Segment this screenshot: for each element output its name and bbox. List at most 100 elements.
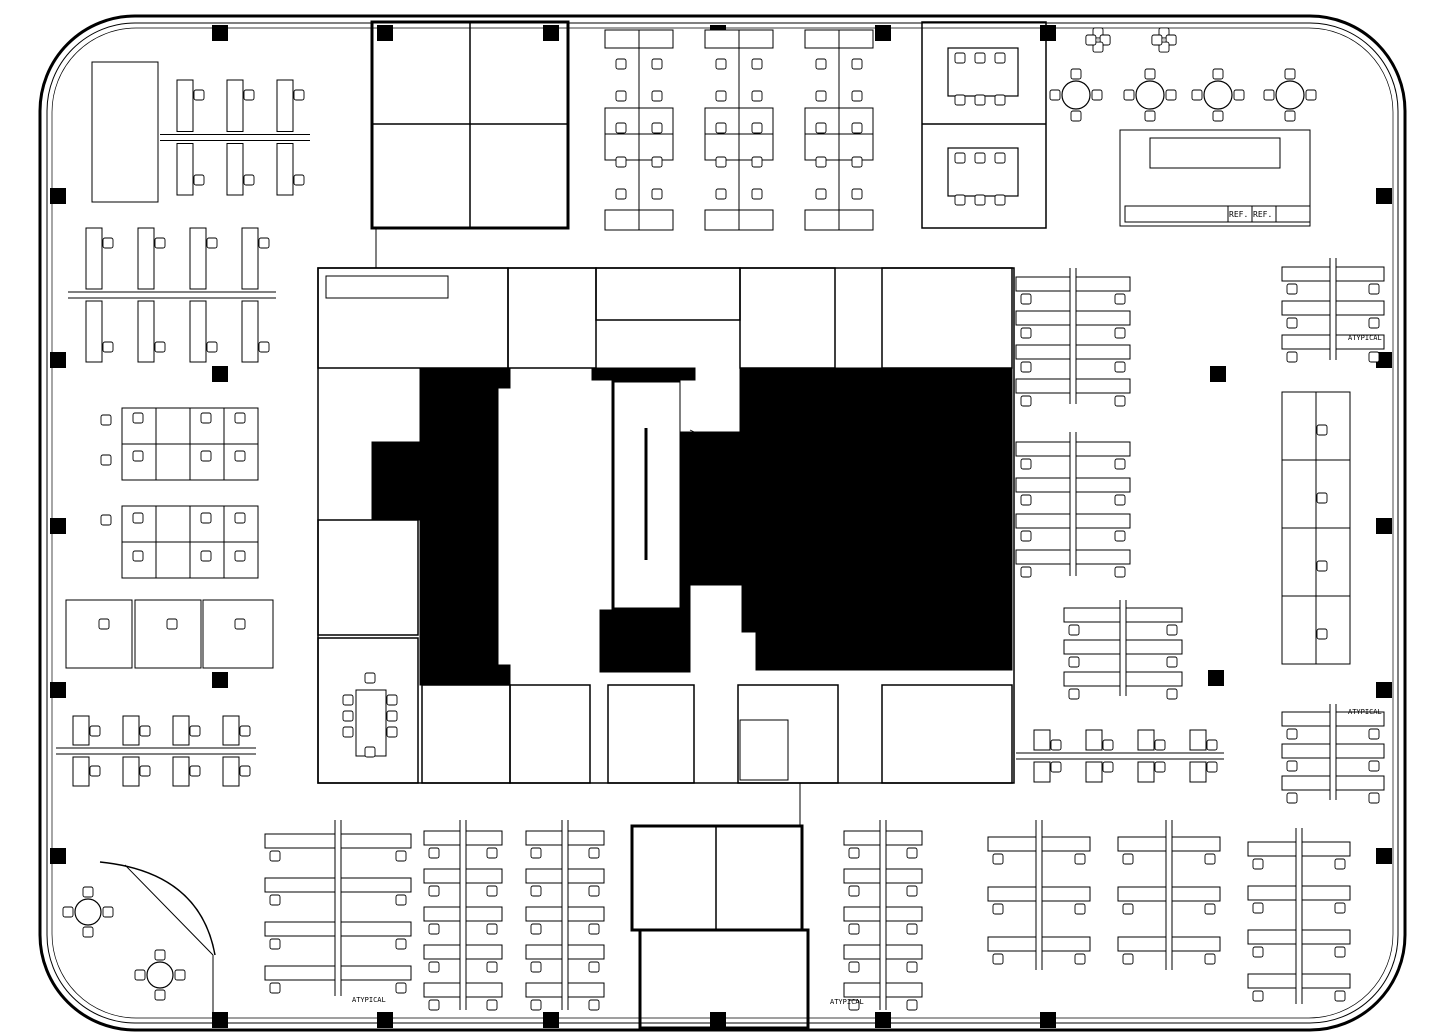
chair-icon: [651, 156, 663, 168]
chair-icon: [1368, 728, 1380, 740]
chair-icon: [994, 52, 1006, 64]
workstation-desk: [465, 944, 503, 960]
workstation-desk: [1041, 836, 1091, 852]
chair-icon: [1085, 34, 1097, 46]
room-core-nw: [317, 267, 509, 369]
workstation-desk: [340, 877, 412, 893]
workstation-desk: [1335, 743, 1385, 759]
chair-icon: [1368, 351, 1380, 363]
chair-icon: [588, 885, 600, 897]
chair-icon: [1122, 853, 1134, 865]
workstation-desk: [1281, 334, 1331, 350]
chair-icon: [1114, 566, 1126, 578]
kitchen-counter-area: [1119, 129, 1311, 227]
workstation-desk: [1247, 885, 1297, 901]
round-table: [1203, 80, 1233, 110]
break-room: REF. REF.: [1119, 129, 1311, 227]
chair-icon: [1204, 953, 1216, 965]
chair-icon: [1233, 89, 1245, 101]
workstation-desk: [885, 830, 923, 846]
chair-icon: [1334, 990, 1346, 1002]
chair-icon: [102, 906, 114, 918]
chair-icon: [1070, 110, 1082, 122]
chair-icon: [154, 341, 166, 353]
workstation-desk: [85, 300, 103, 363]
workstation-desk: [704, 133, 740, 161]
room-core-s2: [509, 684, 591, 784]
chair-icon: [200, 450, 212, 462]
fridge-label-2: REF.: [1253, 210, 1272, 219]
chair-icon: [234, 550, 246, 562]
workstation-desk: [1335, 266, 1385, 282]
room-core-s1: [421, 684, 511, 784]
chair-icon: [815, 156, 827, 168]
chair-icon: [206, 341, 218, 353]
workstation-desk: [1247, 929, 1297, 945]
workstation-desk: [1075, 513, 1131, 529]
chair-icon: [1102, 761, 1114, 773]
chair-icon: [1284, 68, 1296, 80]
chair-icon: [1020, 361, 1032, 373]
chair-icon: [166, 618, 178, 630]
workstation-desk: [202, 599, 274, 669]
column-22: [710, 1012, 726, 1028]
chair-icon: [82, 886, 94, 898]
workstation-desk: [1125, 607, 1183, 623]
chair-icon: [1151, 34, 1163, 46]
chair-icon: [239, 765, 251, 777]
round-table: [1135, 80, 1165, 110]
chair-icon: [364, 746, 376, 758]
chair-icon: [1020, 327, 1032, 339]
workstation-desk: [241, 227, 259, 290]
workstation-desk: [176, 79, 194, 132]
chair-icon: [1122, 953, 1134, 965]
chair-icon: [1020, 293, 1032, 305]
chair-icon: [615, 58, 627, 70]
chair-icon: [243, 174, 255, 186]
core-hatch-2: [689, 429, 1011, 581]
chair-icon: [189, 725, 201, 737]
core-hatch-3: [755, 584, 1011, 631]
workstation-desk: [1015, 344, 1071, 360]
workstation-desk: [222, 715, 240, 746]
column-18: [1376, 848, 1392, 864]
room-core-s3: [607, 684, 695, 784]
workstation-desk: [1189, 729, 1207, 751]
workstation-desk: [567, 982, 605, 998]
offices-south: [630, 783, 810, 1030]
workstation-desk: [222, 756, 240, 787]
workstation-desk: [72, 756, 90, 787]
chair-icon: [530, 923, 542, 935]
workstation-desk: [1171, 936, 1221, 952]
chair-icon: [1166, 656, 1178, 668]
core-rooms: [317, 267, 1013, 784]
column-23: [875, 1012, 891, 1028]
chair-icon: [1165, 89, 1177, 101]
chair-icon: [651, 58, 663, 70]
workstation-desk: [1281, 300, 1331, 316]
column-0: [212, 25, 228, 41]
workstation-desk: [1301, 885, 1351, 901]
chair-icon: [134, 969, 146, 981]
room-core-w: [317, 519, 419, 636]
chair-icon: [615, 122, 627, 134]
workstation-desk: [1281, 743, 1331, 759]
workstation-desk: [1281, 527, 1317, 597]
lounge-curved-wall: [99, 861, 216, 956]
workstation-desk: [1117, 936, 1167, 952]
room-core-n3: [739, 267, 836, 369]
workstation-desk: [264, 921, 336, 937]
column-17: [50, 848, 66, 864]
workstation-desk: [423, 944, 461, 960]
chair-icon: [1102, 739, 1114, 751]
chair-icon: [1316, 424, 1328, 436]
workstation-desk: [1137, 729, 1155, 751]
workstation-desk: [189, 227, 207, 290]
chair-icon: [1020, 566, 1032, 578]
chair-icon: [1154, 761, 1166, 773]
chair-icon: [386, 710, 398, 722]
workstation-desk: [1075, 276, 1131, 292]
workstation-desk: [1335, 300, 1385, 316]
lounge-divider: [124, 864, 214, 956]
workstation-desk: [423, 830, 461, 846]
